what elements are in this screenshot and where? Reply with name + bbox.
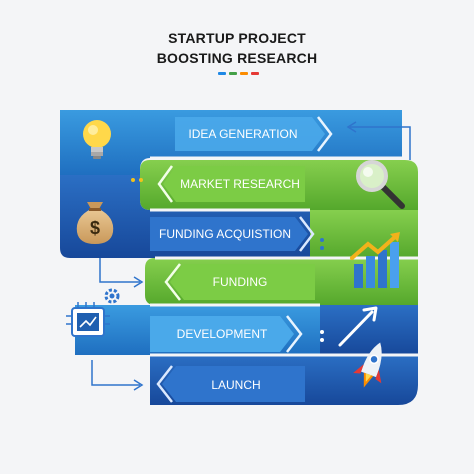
money-bag-icon: $ xyxy=(76,202,114,244)
accent-dot xyxy=(240,72,248,75)
step-label-funding: FUNDING xyxy=(213,275,268,289)
step-arrow-funding-acq xyxy=(150,216,315,252)
lightbulb-icon xyxy=(83,120,111,159)
title-line-2: BOOSTING RESEARCH xyxy=(156,50,318,66)
step-label-launch: LAUNCH xyxy=(211,378,260,392)
step-arrow-launch xyxy=(156,365,305,403)
step-label-idea: IDEA GENERATION xyxy=(188,127,297,141)
step-arrow-idea xyxy=(175,116,333,152)
rocket-icon xyxy=(353,342,382,388)
connector-dots xyxy=(131,178,324,342)
svg-text:$: $ xyxy=(90,218,100,238)
bar-chart-growth-icon xyxy=(350,232,400,288)
magnifier-icon xyxy=(356,160,405,209)
title-line-1: STARTUP PROJECT xyxy=(168,30,306,46)
accent-dot xyxy=(251,72,259,75)
step-arrow-market xyxy=(157,165,305,203)
step-arrow-funding xyxy=(164,263,315,301)
accent-dot xyxy=(218,72,226,75)
step-label-funding-acq: FUNDING ACQUISTION xyxy=(159,227,291,241)
chip-gear-icon xyxy=(66,288,120,337)
step-arrow-development xyxy=(150,315,303,353)
step-label-market: MARKET RESEARCH xyxy=(180,177,300,191)
step-label-development: DEVELOPMENT xyxy=(177,327,268,341)
connector-left xyxy=(99,258,144,288)
trend-arrow-icon xyxy=(338,306,378,347)
connector-bottom-left xyxy=(91,360,144,391)
connector-top-right xyxy=(346,121,411,160)
accent-dot xyxy=(229,72,237,75)
accent-dots xyxy=(218,72,259,75)
